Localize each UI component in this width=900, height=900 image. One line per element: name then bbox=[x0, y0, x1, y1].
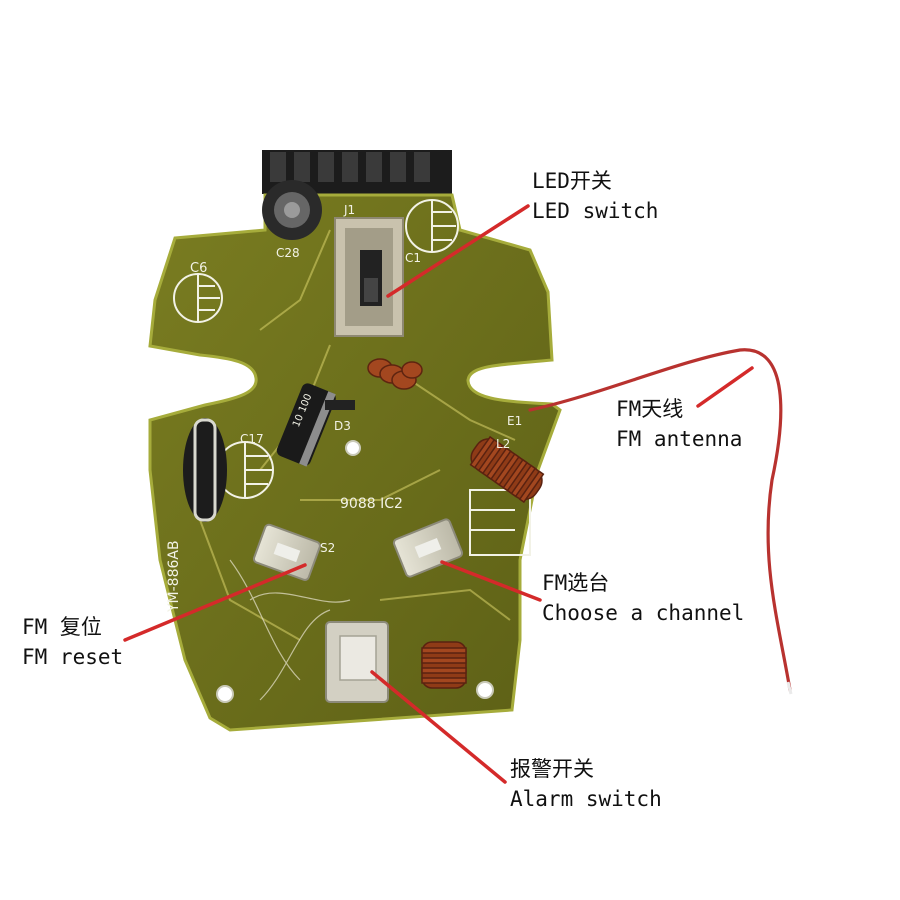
ref-c17: C17 bbox=[240, 432, 264, 446]
caption-fm-antenna-cn: FM天线 bbox=[616, 397, 684, 421]
silkscreen-c6 bbox=[173, 273, 223, 323]
ic-marking: 9088 IC2 bbox=[340, 496, 403, 512]
leader-led-switch bbox=[386, 204, 530, 298]
ref-l2: L2 bbox=[496, 437, 510, 451]
leader-fm-antenna bbox=[696, 366, 754, 408]
leader-lines bbox=[123, 204, 754, 784]
caption-led-switch-en: LED switch bbox=[532, 199, 659, 223]
caption-led-switch: LED开关 LED switch bbox=[532, 166, 658, 226]
alarm-switch bbox=[325, 621, 389, 703]
model-marking: YM-886AB bbox=[166, 540, 182, 613]
silkscreen-c1 bbox=[405, 199, 459, 253]
leader-fm-reset bbox=[123, 563, 307, 642]
component-outline bbox=[193, 418, 217, 522]
caption-fm-channel: FM选台 Choose a channel bbox=[542, 568, 744, 628]
caption-fm-antenna-en: FM antenna bbox=[616, 427, 743, 451]
caption-fm-antenna: FM天线 FM antenna bbox=[616, 394, 742, 454]
ref-c6: C6 bbox=[190, 261, 207, 276]
capacitor-c28 bbox=[262, 180, 322, 240]
caption-fm-reset-cn: FM 复位 bbox=[22, 615, 102, 639]
caption-alarm-switch: 报警开关 Alarm switch bbox=[510, 754, 662, 814]
antenna-tip bbox=[786, 681, 793, 695]
pcb-traces bbox=[199, 229, 516, 641]
leader-fm-channel bbox=[440, 560, 542, 602]
caption-fm-channel-cn: FM选台 bbox=[542, 571, 610, 595]
diode-d3 bbox=[325, 400, 355, 410]
caption-fm-reset: FM 复位 FM reset bbox=[22, 612, 123, 672]
black-component bbox=[183, 418, 227, 522]
ref-d3: D3 bbox=[334, 419, 351, 433]
coil-bottom bbox=[421, 641, 467, 689]
ref-e1: E1 bbox=[507, 414, 522, 428]
leader-alarm-switch bbox=[370, 670, 507, 784]
caption-fm-channel-en: Choose a channel bbox=[542, 601, 745, 625]
coil-l2 bbox=[469, 435, 545, 504]
caption-alarm-switch-cn: 报警开关 bbox=[510, 757, 594, 781]
capacitor-c17: 10 100 bbox=[276, 383, 336, 467]
coil-small bbox=[367, 358, 423, 390]
led-slide-switch bbox=[334, 217, 404, 337]
caption-led-switch-cn: LED开关 bbox=[532, 169, 612, 193]
ref-c1: C1 bbox=[405, 251, 421, 265]
mounting-holes bbox=[216, 440, 494, 703]
caption-fm-reset-en: FM reset bbox=[22, 645, 124, 669]
ref-c28: C28 bbox=[276, 246, 300, 260]
caption-alarm-switch-en: Alarm switch bbox=[510, 787, 662, 811]
solder-wires bbox=[229, 559, 351, 701]
ref-j1: J1 bbox=[343, 203, 355, 217]
ref-s2: S2 bbox=[320, 541, 335, 555]
antenna-wire bbox=[528, 348, 792, 692]
